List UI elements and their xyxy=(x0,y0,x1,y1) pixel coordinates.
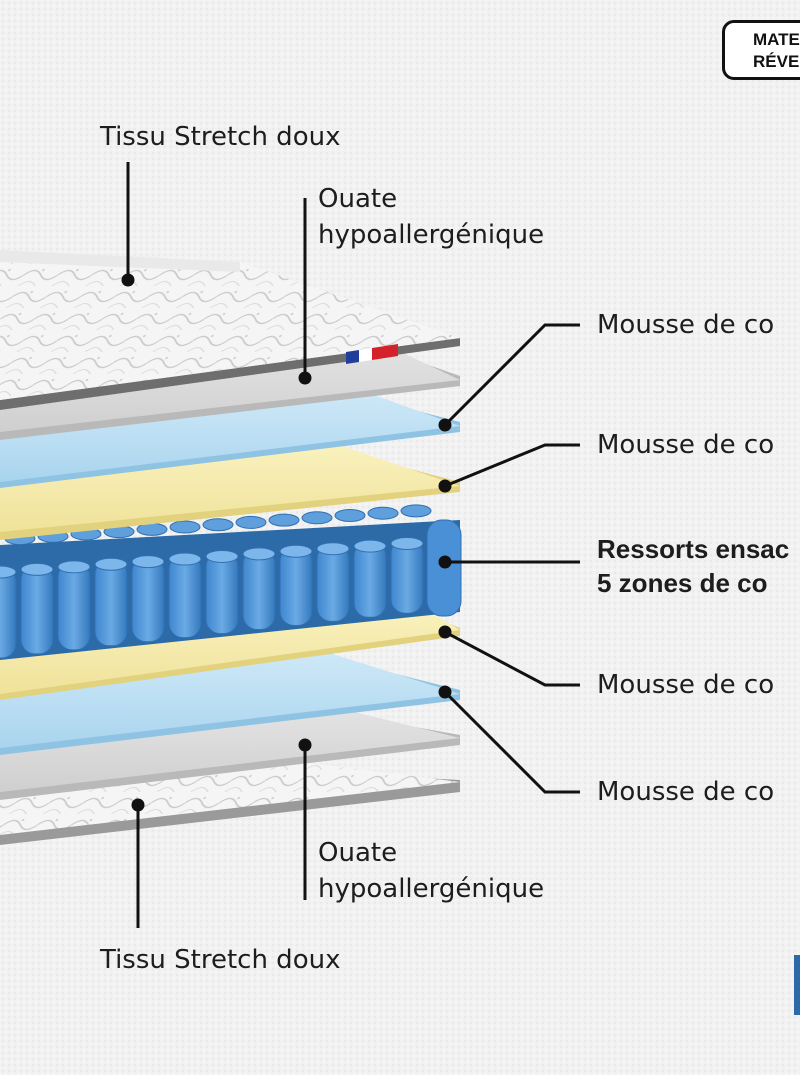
dot-foam-2 xyxy=(438,479,452,493)
pocket-spring-cap xyxy=(0,565,17,579)
top-blue-foam-layer xyxy=(0,390,460,488)
pocket-spring-cap xyxy=(390,537,424,551)
pocket-spring xyxy=(353,541,387,618)
pocket-springs-block xyxy=(0,504,462,660)
pocket-spring-cap xyxy=(353,539,387,553)
leader-foam-4 xyxy=(443,690,580,794)
pocket-spring xyxy=(20,564,54,655)
pocket-spring-cap xyxy=(94,557,128,571)
pocket-spring xyxy=(279,546,313,626)
pocket-spring xyxy=(0,567,17,659)
pocket-spring-cap xyxy=(168,552,202,566)
dot-springs xyxy=(438,555,452,569)
label-bottom-fabric: Tissu Stretch doux xyxy=(100,945,341,975)
top-wadding-layer xyxy=(0,342,460,440)
spring-cap xyxy=(334,509,366,522)
label-top-wadding-line1: Ouate xyxy=(318,184,398,214)
bottom-wadding-layer xyxy=(0,706,460,800)
dot-bottom-fabric xyxy=(131,798,145,812)
pocket-spring xyxy=(242,549,276,631)
pocket-spring xyxy=(57,562,91,651)
label-bottom-wadding-line2: hypoallergénique xyxy=(318,874,545,904)
leader-lines xyxy=(126,162,580,928)
dot-foam-3 xyxy=(438,625,452,639)
leader-foam-1 xyxy=(443,323,580,427)
pocket-spring-cap xyxy=(242,547,276,561)
pocket-spring-cap xyxy=(316,542,350,556)
label-top-fabric: Tissu Stretch doux xyxy=(100,122,341,152)
pocket-spring-cap xyxy=(57,560,91,574)
spring-cap xyxy=(301,511,333,525)
dot-foam-1 xyxy=(438,418,452,432)
leader-dots xyxy=(121,273,452,812)
spring-cap xyxy=(202,518,234,532)
french-flag-icon xyxy=(346,344,398,364)
top-fabric-layer xyxy=(0,250,460,410)
label-bottom-wadding-line1: Ouate xyxy=(318,838,398,868)
pocket-spring-cap xyxy=(279,544,313,558)
dot-top-wadding xyxy=(298,371,312,385)
dot-bottom-wadding xyxy=(298,738,312,752)
bottom-blue-foam-layer xyxy=(0,650,460,755)
pocket-spring xyxy=(390,539,424,614)
leader-foam-3 xyxy=(444,630,580,687)
dot-top-fabric xyxy=(121,273,135,287)
spring-cap xyxy=(400,504,432,518)
pocket-spring-cap xyxy=(20,562,54,576)
top-yellow-foam-layer xyxy=(0,442,460,540)
spring-cap xyxy=(169,520,201,534)
pocket-spring-cap xyxy=(205,549,239,563)
bottom-fabric-layer xyxy=(0,762,460,845)
label-top-wadding-line2: hypoallergénique xyxy=(318,220,545,250)
pocket-spring xyxy=(131,557,165,643)
pocket-spring xyxy=(205,551,239,635)
pocket-spring xyxy=(168,554,202,639)
pocket-spring xyxy=(94,559,128,647)
leader-foam-2 xyxy=(444,443,580,488)
bottom-yellow-foam-layer xyxy=(0,606,460,700)
spring-cap xyxy=(235,515,267,529)
spring-cap xyxy=(367,506,399,520)
spring-cap xyxy=(268,513,300,527)
pocket-spring xyxy=(316,544,350,622)
pocket-spring-cap xyxy=(131,555,165,569)
dot-foam-4 xyxy=(438,685,452,699)
